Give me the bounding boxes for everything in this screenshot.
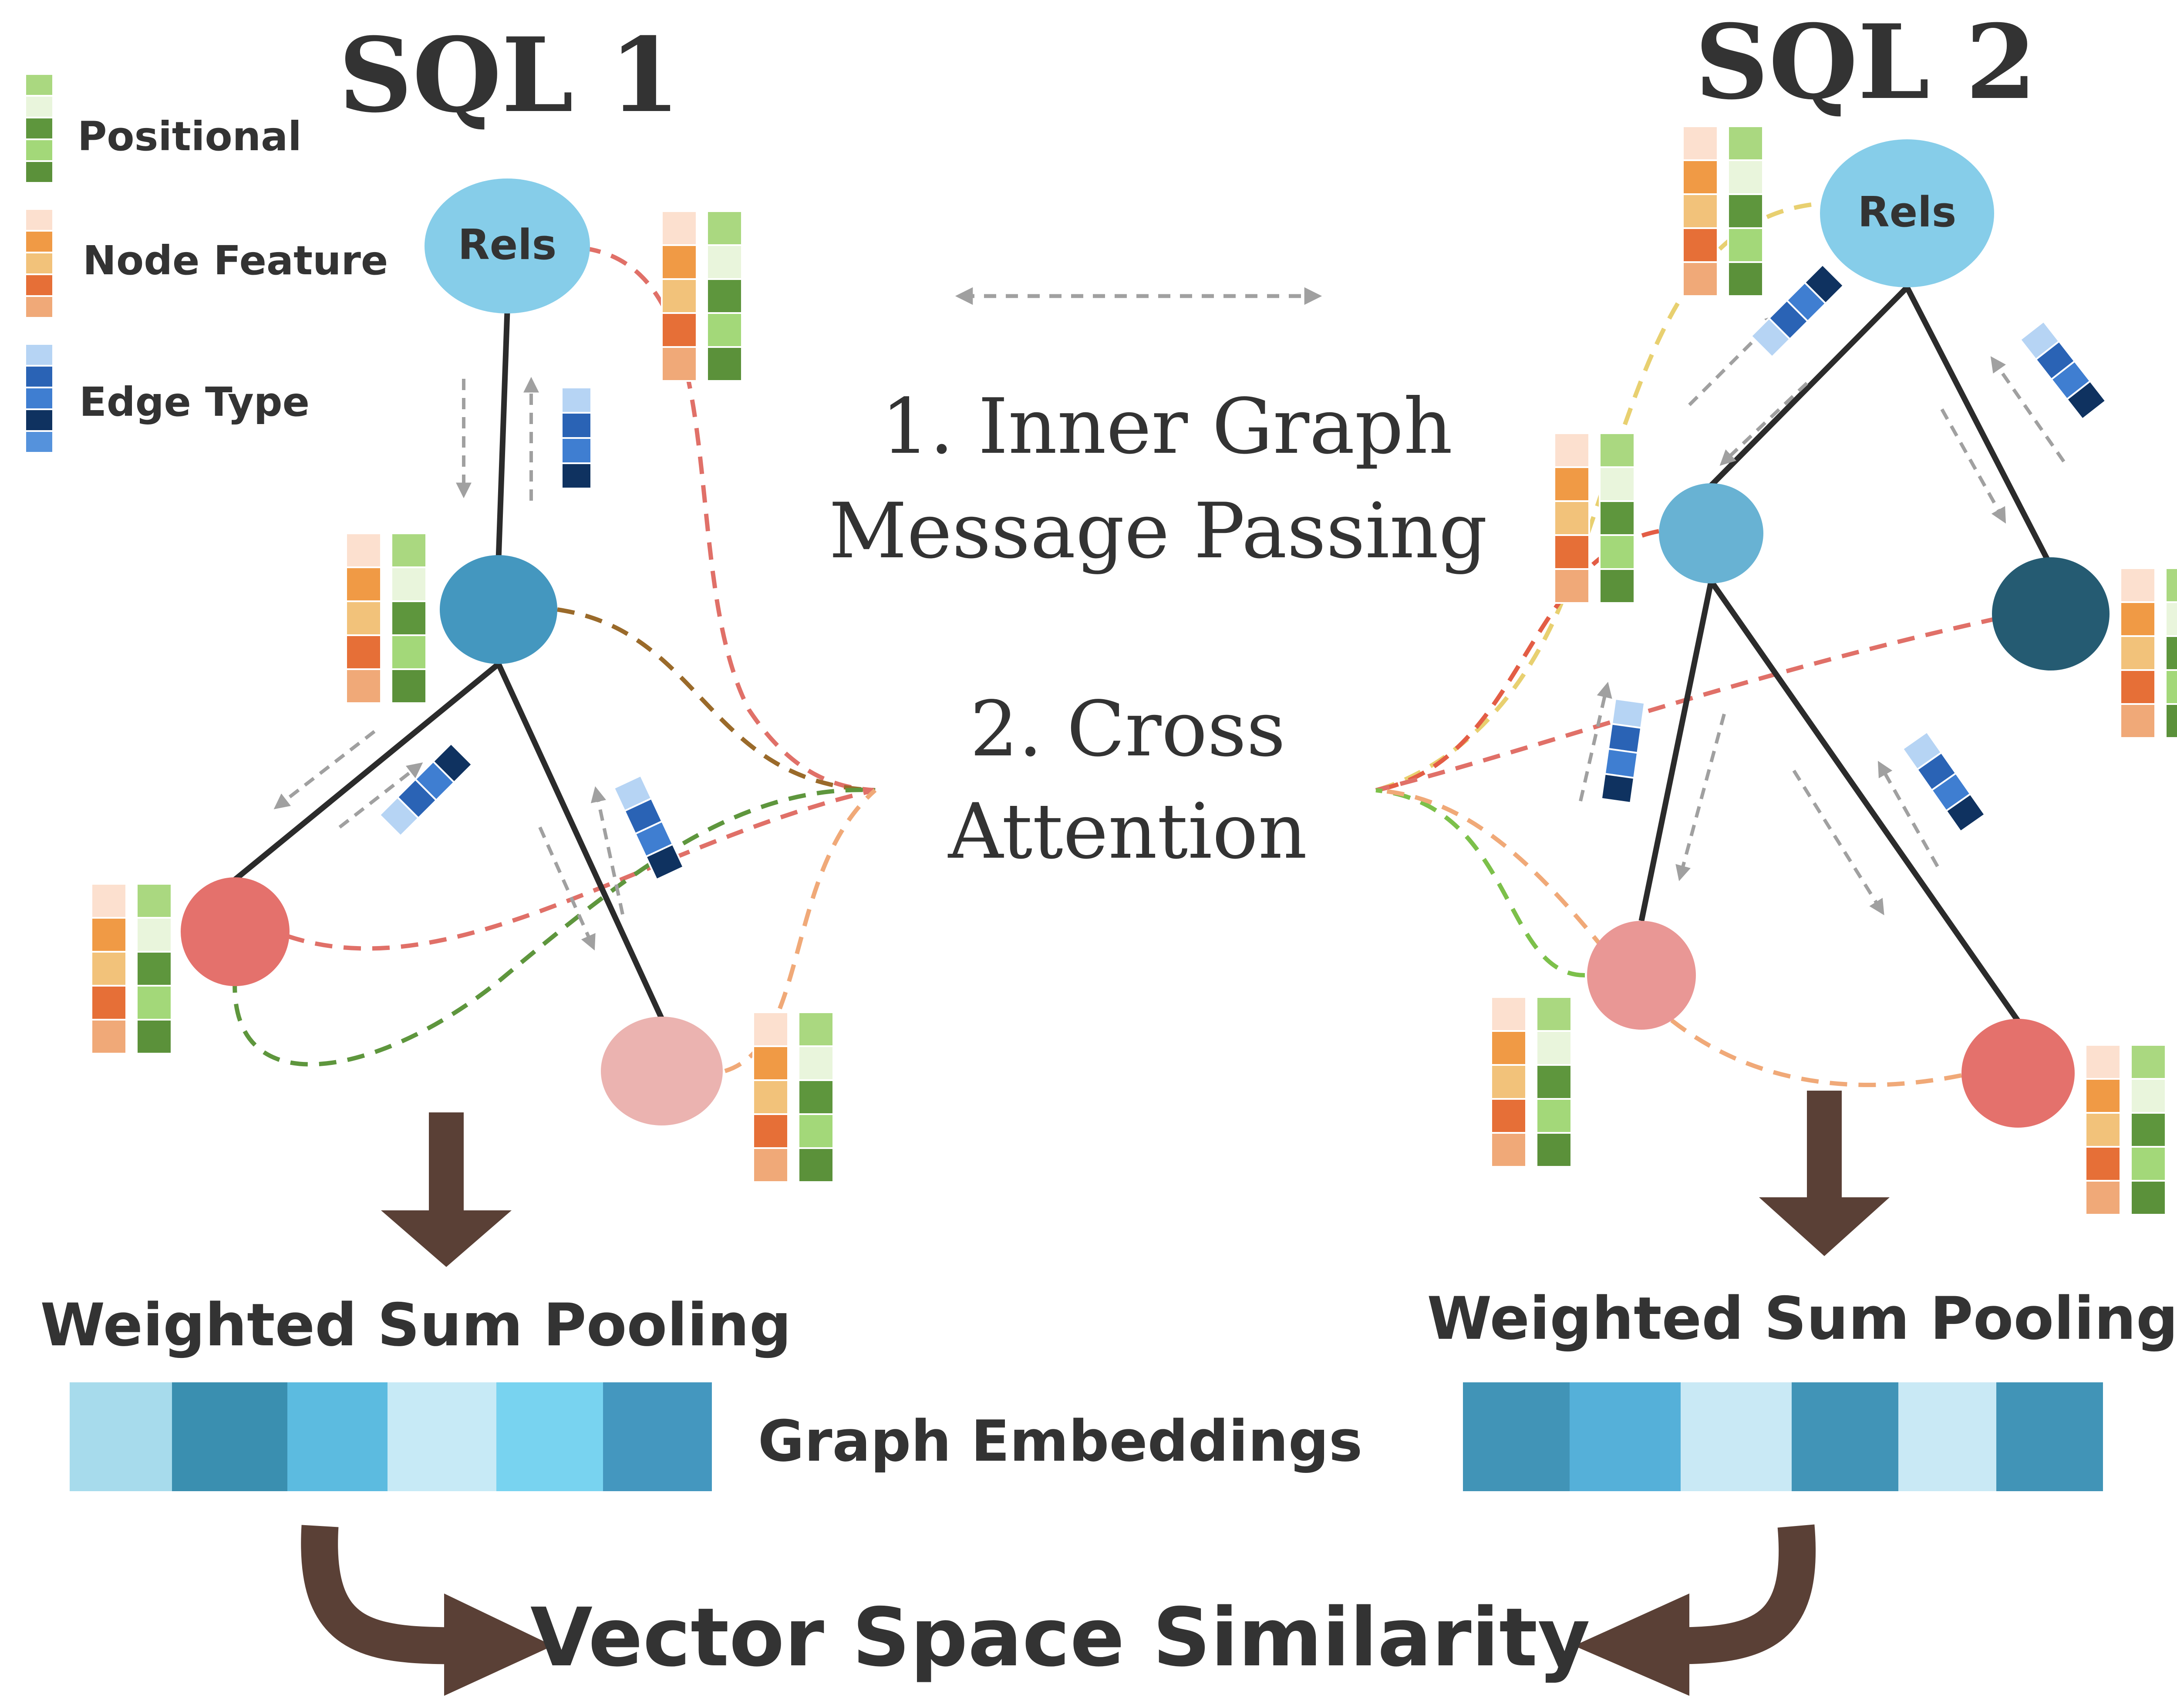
- edge-type-vector: [1750, 263, 1845, 358]
- attention-curve: [1375, 788, 1585, 977]
- left-attention-curves: [233, 246, 877, 1073]
- graph-node: [1992, 557, 2110, 670]
- edge-type-vector: [1600, 697, 1646, 804]
- node-feature-stack: [1490, 996, 1572, 1168]
- rels-node-label: Rels: [1858, 189, 1957, 236]
- node-feature-stack: [2085, 1044, 2167, 1216]
- message-arrow: [273, 730, 376, 809]
- edge-type-vector: [378, 742, 473, 837]
- left-message-arrows: [273, 377, 624, 951]
- attention-curve: [1375, 616, 1999, 792]
- left-tree-edges: [233, 311, 664, 1020]
- tree-edge: [495, 311, 510, 560]
- graph-node: [440, 555, 557, 664]
- legend: Positional Node Feature Edge Type: [24, 73, 388, 454]
- legend-positional-swatch: [24, 73, 54, 184]
- pooling-label-left: Weighted Sum Pooling: [40, 1291, 791, 1359]
- node-feature-stack: [661, 210, 743, 382]
- message-arrow: [1719, 382, 1808, 466]
- attention-curve: [557, 607, 876, 792]
- embedding-vector-right: [1463, 1382, 2103, 1491]
- legend-edge-type-swatch: [24, 343, 54, 454]
- attention-curve: [233, 788, 876, 1067]
- attention-curve: [583, 246, 876, 792]
- node-feature-stack: [1682, 125, 1764, 297]
- right-tree-edges: [1638, 285, 2053, 1023]
- tree-edge: [233, 661, 501, 882]
- tree-edge: [1709, 285, 1909, 488]
- pooling-label-right: Weighted Sum Pooling: [1427, 1284, 2177, 1353]
- step2-line2: Attention: [947, 788, 1308, 876]
- message-arrow: [338, 762, 423, 829]
- message-arrow: [1675, 713, 1726, 881]
- message-arrow: [1579, 681, 1612, 802]
- rels-node: [1820, 139, 1994, 287]
- node-feature-stack: [2120, 567, 2177, 739]
- graph2-title: SQL 2: [1695, 2, 2037, 122]
- node-feature-stack: [1554, 432, 1635, 604]
- down-arrow-left: [381, 1112, 512, 1267]
- legend-edge-type-label: Edge Type: [79, 379, 310, 425]
- legend-positional-label: Positional: [78, 113, 302, 160]
- node-feature-stack: [91, 883, 172, 1054]
- step2-line1: 2. Cross: [970, 685, 1285, 774]
- tree-edge: [1709, 579, 2021, 1023]
- edge-type-vector: [1901, 731, 1986, 833]
- graph-node: [1587, 921, 1696, 1030]
- message-arrow: [1877, 761, 1939, 867]
- attention-curve: [286, 788, 876, 951]
- step1-line2: Message Passing: [829, 487, 1487, 576]
- message-arrow: [538, 826, 596, 951]
- graph-node: [181, 877, 290, 986]
- tree-edge: [1638, 580, 1714, 922]
- embeddings-label: Graph Embeddings: [758, 1408, 1363, 1474]
- graph1-title: SQL 1: [339, 15, 681, 135]
- message-arrow: [1940, 408, 2006, 524]
- message-arrow: [1990, 356, 2066, 463]
- graph-node: [1961, 1019, 2075, 1128]
- embedding-vector-left: [70, 1382, 712, 1491]
- tree-edge: [1904, 286, 2053, 567]
- step1-line1: 1. Inner Graph: [881, 383, 1453, 471]
- curved-arrow-right: [1574, 1524, 1816, 1696]
- graph-node: [601, 1017, 723, 1125]
- tree-edge: [496, 663, 664, 1020]
- node-feature-stack: [752, 1011, 834, 1183]
- edge-type-vector: [2019, 320, 2107, 421]
- rels-node: [425, 179, 590, 313]
- node-feature-stack: [345, 532, 427, 704]
- message-arrow: [590, 786, 624, 915]
- edge-type-vector: [613, 774, 685, 881]
- legend-node-feature-label: Node Feature: [83, 237, 388, 284]
- curved-arrow-left: [301, 1525, 553, 1696]
- down-arrow-right: [1759, 1091, 1890, 1256]
- similarity-label: Vector Space Similarity: [530, 1590, 1590, 1684]
- legend-node-feature-swatch: [24, 208, 54, 319]
- message-arrow: [1792, 769, 1884, 916]
- rels-node-label: Rels: [458, 221, 557, 269]
- right-message-arrows: [1579, 313, 2066, 916]
- edge-type-vector: [561, 387, 592, 489]
- graph-node: [1659, 483, 1763, 583]
